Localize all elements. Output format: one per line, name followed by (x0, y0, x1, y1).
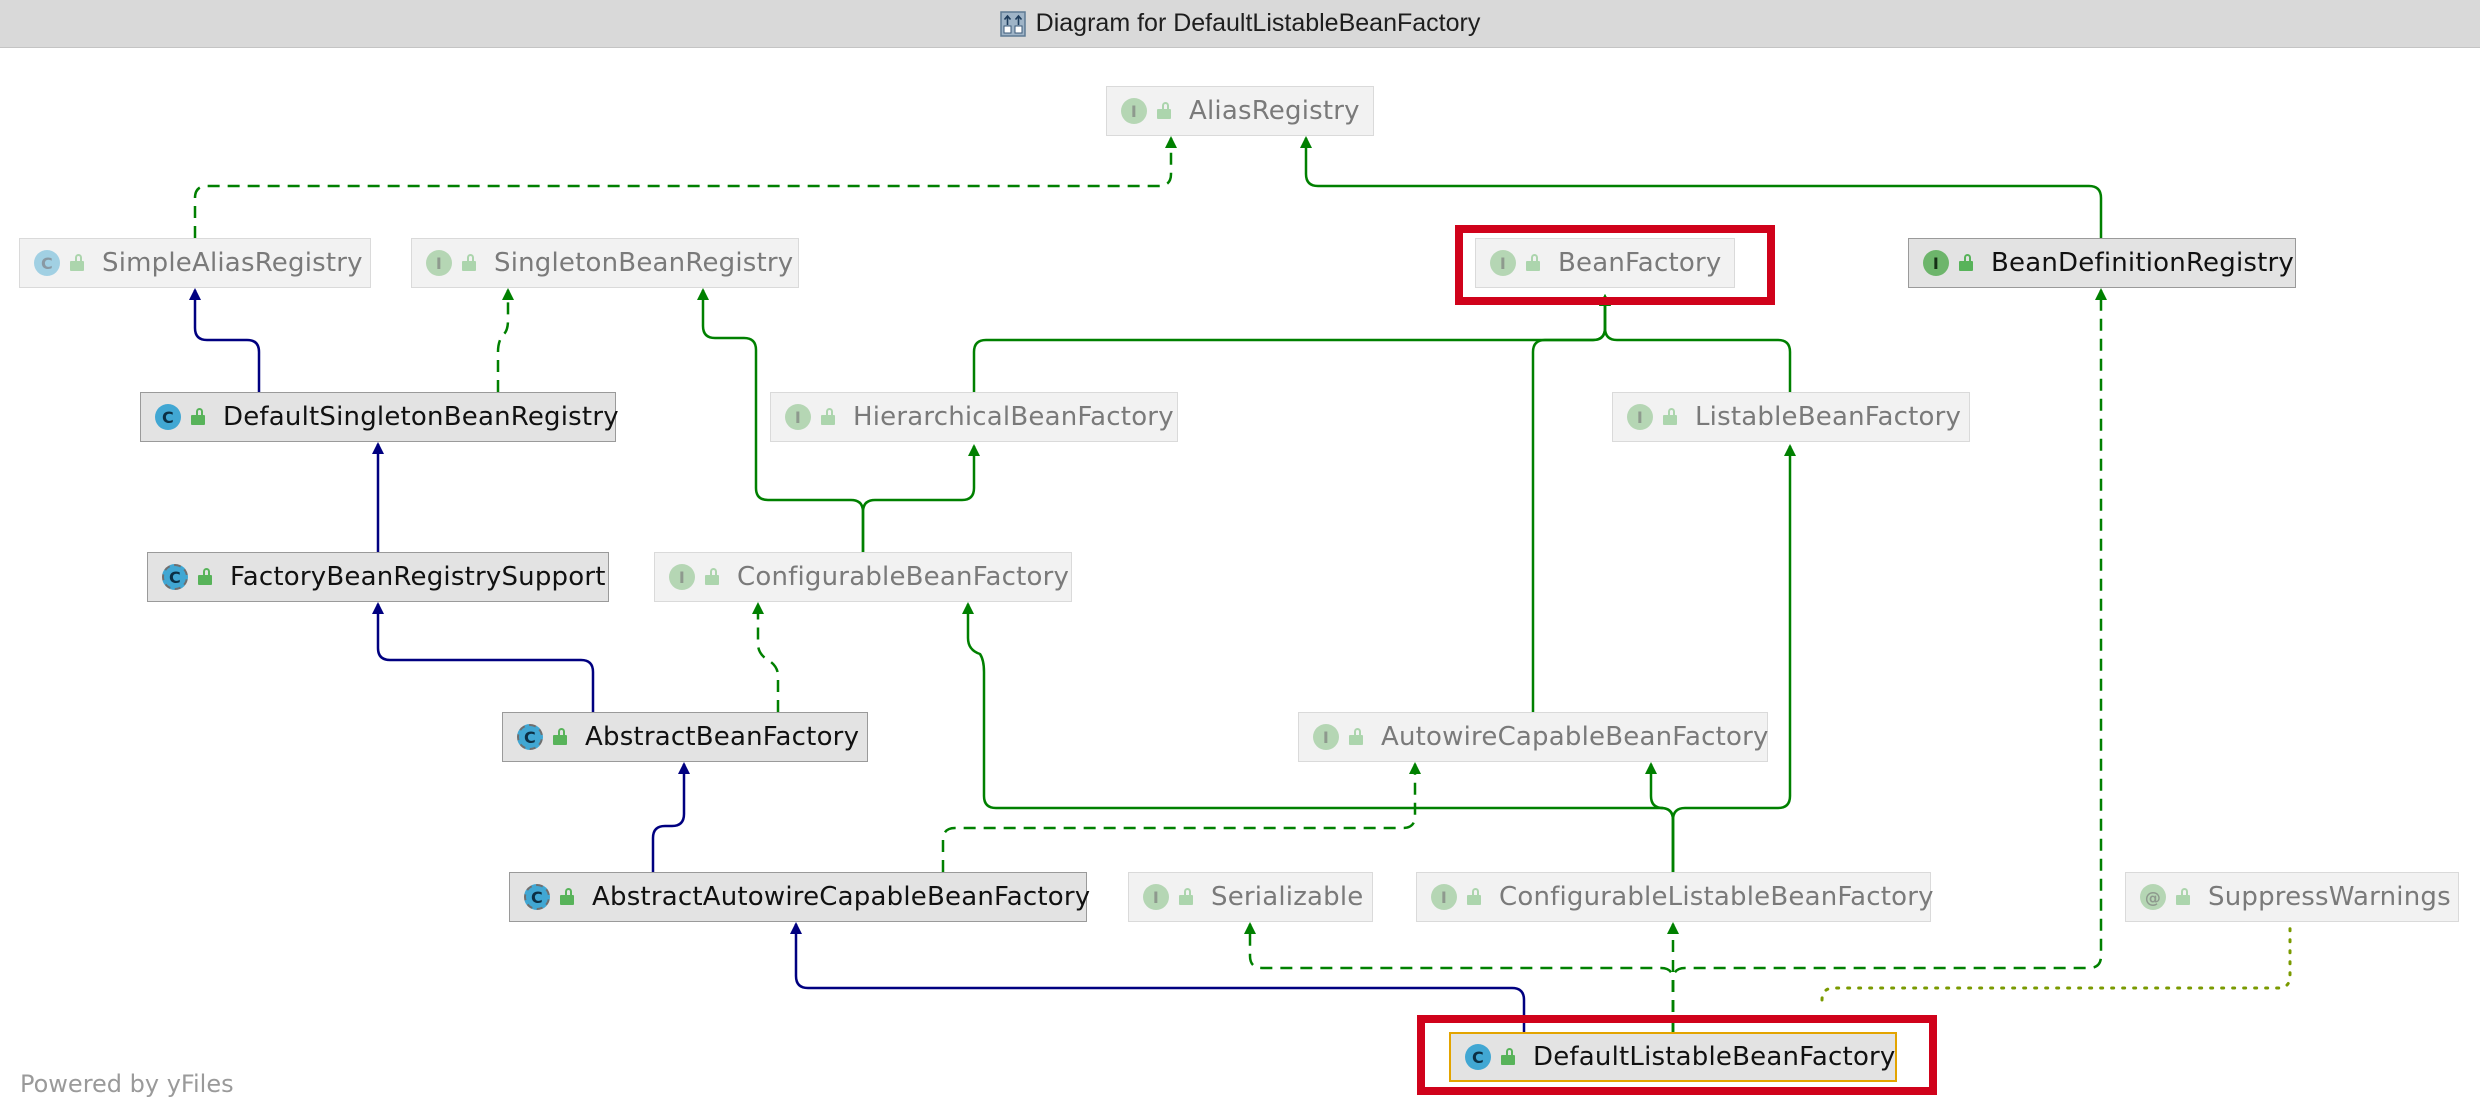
node-abstractautowirecapablebeanfactory[interactable]: C AbstractAutowireCapableBeanFactory (509, 872, 1091, 922)
node-beanfactory[interactable]: I BeanFactory (1475, 238, 1735, 288)
edge-abstractbeanfactory-factorybeanregistry (372, 602, 595, 712)
node-label: SimpleAliasRegistry (102, 248, 363, 278)
interface-icon: I (785, 404, 811, 430)
node-serializable[interactable]: I Serializable (1128, 872, 1373, 922)
public-lock-icon (1526, 254, 1540, 272)
diagram-title: Diagram for DefaultListableBeanFactory (1035, 9, 1481, 37)
defaultlistablebeanfactory-highlight (1417, 1015, 1937, 1095)
public-lock-icon (1467, 888, 1481, 906)
interface-icon: I (669, 564, 695, 590)
annotation-icon: @ (2140, 884, 2166, 910)
node-label: HierarchicalBeanFactory (853, 402, 1174, 432)
node-singletonbeanregistry[interactable]: I SingletonBeanRegistry (411, 238, 799, 288)
node-configurablebeanfactory[interactable]: I ConfigurableBeanFactory (654, 552, 1072, 602)
class-icon: C (1465, 1044, 1491, 1070)
edge-hierarchical-beanfactory (972, 294, 1611, 392)
interface-icon: I (1627, 404, 1653, 430)
node-aliasregistry[interactable]: I AliasRegistry (1106, 86, 1374, 136)
public-lock-icon (70, 254, 84, 272)
edge-abstractbeanfactory-configurable (752, 602, 780, 712)
edge-defaultlistable-serializable (1244, 922, 1675, 1032)
uml-diagram-icon (999, 10, 1026, 37)
public-lock-icon (198, 568, 212, 586)
abstract-class-icon: C (162, 564, 188, 590)
public-lock-icon (1501, 1048, 1515, 1066)
edge-defaultsingleton-simplealias (189, 288, 261, 392)
node-factorybeanregistrysupport[interactable]: C FactoryBeanRegistrySupport (147, 552, 609, 602)
node-label: BeanFactory (1558, 248, 1722, 278)
public-lock-icon (2176, 888, 2190, 906)
edge-configlistable-autowire (1645, 762, 1675, 872)
public-lock-icon (1663, 408, 1677, 426)
node-label: AliasRegistry (1189, 96, 1360, 126)
node-label: Serializable (1211, 882, 1364, 912)
public-lock-icon (560, 888, 574, 906)
interface-icon: I (1431, 884, 1457, 910)
public-lock-icon (462, 254, 476, 272)
public-lock-icon (553, 728, 567, 746)
interface-icon: I (1121, 98, 1147, 124)
node-label: DefaultListableBeanFactory (1533, 1042, 1896, 1072)
node-configurablelistablebeanfactory[interactable]: I ConfigurableListableBeanFactory (1416, 872, 1934, 922)
node-beandefinitionregistry[interactable]: I BeanDefinitionRegistry (1908, 238, 2296, 288)
node-label: ListableBeanFactory (1695, 402, 1962, 432)
edge-defaultlistable-suppresswarnings (1820, 922, 2292, 1002)
edge-abstractautowire-autowire (941, 762, 1421, 872)
node-abstractbeanfactory[interactable]: C AbstractBeanFactory (502, 712, 868, 762)
interface-icon: I (1490, 250, 1516, 276)
node-label: AbstractBeanFactory (585, 722, 860, 752)
edge-defaultsingleton-singletonregistry (496, 288, 514, 392)
edge-configurable-singletonregistry (697, 288, 865, 552)
edge-simplealiasregistry-aliasregistry (193, 136, 1177, 238)
public-lock-icon (1959, 254, 1973, 272)
node-defaultlistablebeanfactory[interactable]: C DefaultListableBeanFactory (1449, 1032, 1897, 1082)
powered-by-footer: Powered by yFiles (20, 1070, 234, 1098)
interface-icon: I (426, 250, 452, 276)
edge-configlistable-listable (1671, 444, 1796, 872)
class-icon: C (155, 404, 181, 430)
node-label: ConfigurableListableBeanFactory (1499, 882, 1934, 912)
node-label: SuppressWarnings (2208, 882, 2451, 912)
edge-defaultlistable-beandefinitionregistry (1671, 288, 2107, 1032)
node-listablebeanfactory[interactable]: I ListableBeanFactory (1612, 392, 1970, 442)
node-label: DefaultSingletonBeanRegistry (223, 402, 619, 432)
node-label: SingletonBeanRegistry (494, 248, 794, 278)
interface-icon: I (1923, 250, 1949, 276)
node-suppresswarnings[interactable]: @ SuppressWarnings (2125, 872, 2459, 922)
node-hierarchicalbeanfactory[interactable]: I HierarchicalBeanFactory (770, 392, 1178, 442)
edge-listable-beanfactory (1599, 294, 1792, 392)
node-label: BeanDefinitionRegistry (1991, 248, 2294, 278)
public-lock-icon (1157, 102, 1171, 120)
public-lock-icon (1349, 728, 1363, 746)
interface-icon: I (1313, 724, 1339, 750)
node-label: AbstractAutowireCapableBeanFactory (592, 882, 1091, 912)
node-label: AutowireCapableBeanFactory (1381, 722, 1769, 752)
edge-beandefinitionregistry-aliasregistry (1300, 136, 2103, 238)
public-lock-icon (1179, 888, 1193, 906)
class-icon: C (34, 250, 60, 276)
node-label: ConfigurableBeanFactory (737, 562, 1070, 592)
edge-configurable-hierarchical (861, 444, 980, 552)
edge-autowire-beanfactory (1531, 294, 1611, 712)
edge-abstractautowire-abstractbeanfactory (651, 762, 690, 872)
public-lock-icon (705, 568, 719, 586)
abstract-class-icon: C (517, 724, 543, 750)
beanfactory-highlight (1455, 225, 1775, 305)
node-autowirecapablebeanfactory[interactable]: I AutowireCapableBeanFactory (1298, 712, 1768, 762)
public-lock-icon (821, 408, 835, 426)
edge-defaultlistable-abstractautowire (790, 922, 1526, 1032)
abstract-class-icon: C (524, 884, 550, 910)
diagram-title-bar: Diagram for DefaultListableBeanFactory (0, 0, 2480, 48)
interface-icon: I (1143, 884, 1169, 910)
node-label: FactoryBeanRegistrySupport (230, 562, 606, 592)
public-lock-icon (191, 408, 205, 426)
node-simplealiasregistry[interactable]: C SimpleAliasRegistry (19, 238, 371, 288)
node-defaultsingletonbeanregistry[interactable]: C DefaultSingletonBeanRegistry (140, 392, 619, 442)
